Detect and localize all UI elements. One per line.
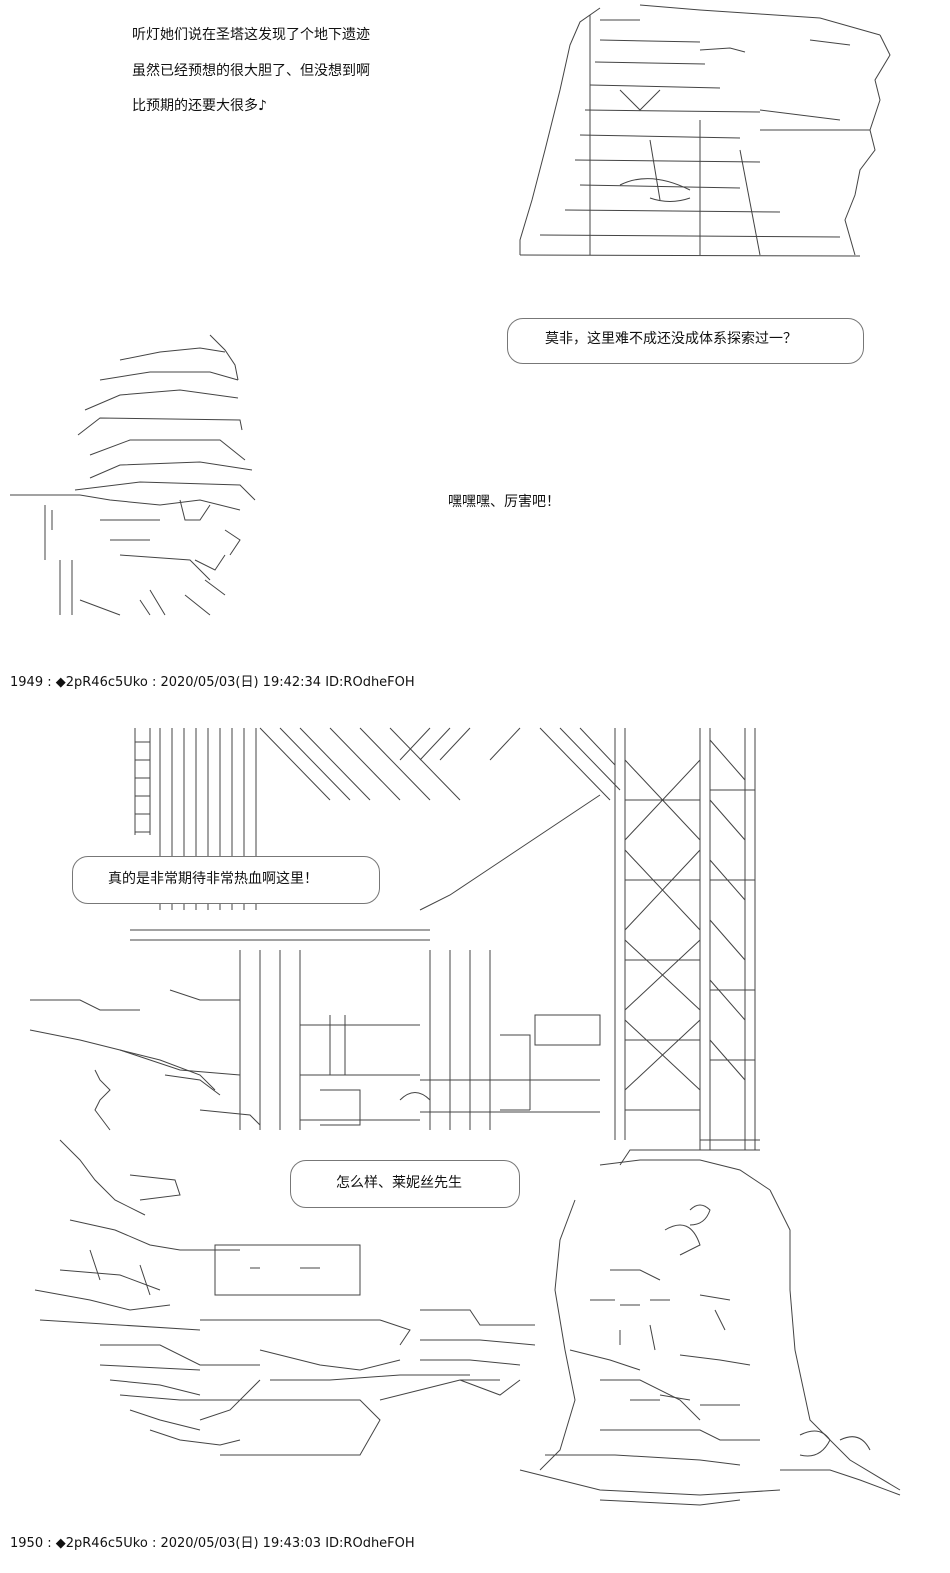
speech-bubble-1950-a: [72, 856, 380, 904]
post-header-1950: 1950 : ◆2pR46c5Uko : 2020/05/03(日) 19:43…: [10, 1537, 415, 1550]
speech-bubble-1950-b: [290, 1160, 520, 1208]
separator: :: [147, 1536, 161, 1551]
post-number: 1949: [10, 675, 44, 690]
speech-bubble-1950-b-text: 怎么样、莱妮丝先生: [336, 1175, 462, 1191]
speech-bubble-1949: [507, 318, 864, 364]
separator: :: [43, 675, 56, 690]
post-datetime: 2020/05/03(日) 19:43:03: [160, 1536, 322, 1551]
post-datetime: 2020/05/03(日) 19:42:34: [160, 675, 322, 690]
post-header-1949: 1949 : ◆2pR46c5Uko : 2020/05/03(日) 19:42…: [10, 676, 415, 689]
trip-code: 2pR46c5Uko: [65, 675, 148, 690]
speech-bubble-1949-text: 莫非，这里难不成还没成体系探索过一？: [545, 331, 797, 347]
separator: :: [147, 675, 161, 690]
separator: :: [43, 1536, 56, 1551]
diamond-icon: ◆: [55, 1536, 66, 1551]
post-id: ID:ROdheFOH: [325, 675, 415, 690]
narration-line-2: 虽然已经预想的很大胆了、但没想到啊: [132, 63, 370, 79]
diamond-icon: ◆: [55, 675, 66, 690]
narration-line-3: 比预期的还要大很多♪: [132, 98, 267, 114]
post-number: 1950: [10, 1536, 44, 1551]
post-id: ID:ROdheFOH: [325, 1536, 415, 1551]
speech-bubble-1950-a-text: 真的是非常期待非常热血啊这里！: [108, 871, 318, 887]
exclaim-1949: 嘿嘿嘿、厉害吧！: [448, 494, 560, 510]
narration-line-1: 听灯她们说在圣塔这发现了个地下遗迹: [132, 27, 370, 43]
trip-code: 2pR46c5Uko: [65, 1536, 148, 1551]
